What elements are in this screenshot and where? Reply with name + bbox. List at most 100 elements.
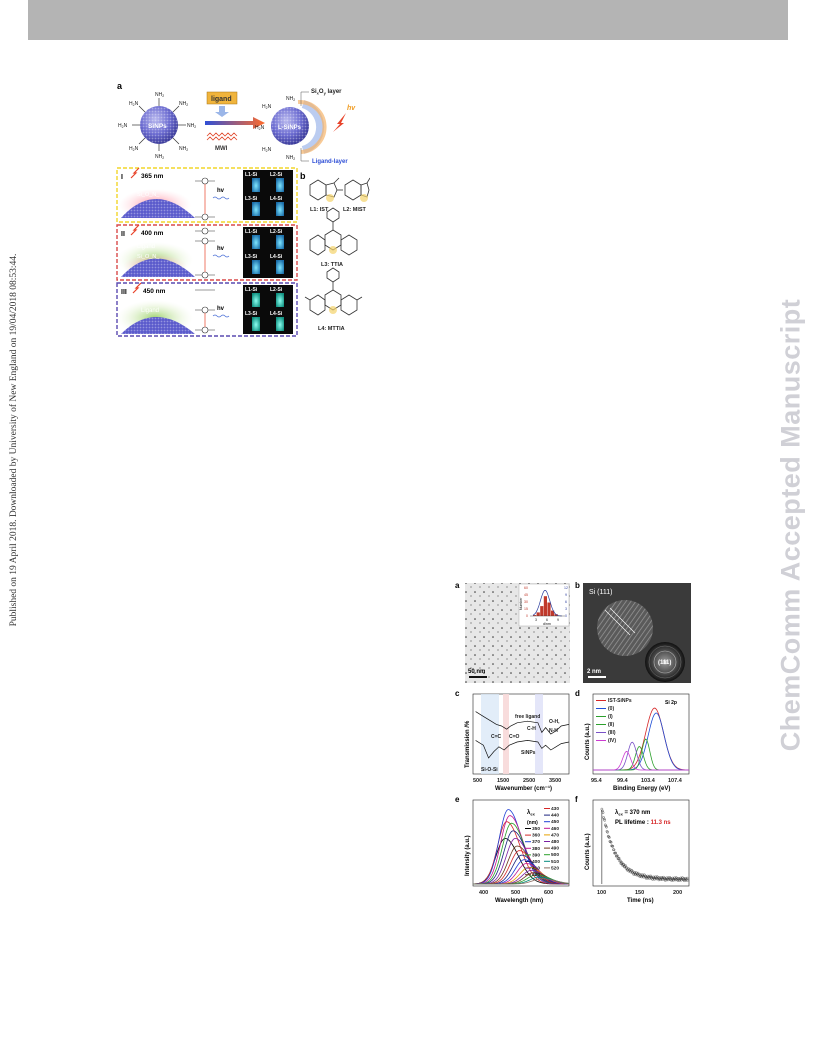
histogram-bar (547, 602, 551, 616)
svg-text:H2N: H2N (118, 123, 128, 129)
svg-text:L1-Si: L1-Si (245, 172, 258, 178)
lambda-unit: (nm) (527, 820, 538, 826)
pl-series-line (473, 878, 570, 885)
lifetime-text: PL lifetime : 11.3 ns (615, 820, 671, 826)
svg-text:12: 12 (564, 586, 568, 590)
svg-text:L1: IST: L1: IST (310, 207, 329, 213)
svg-text:hv: hv (217, 306, 225, 312)
decay-point (676, 879, 680, 882)
tem-scale-label: 50 nm (468, 669, 485, 675)
decay-point (682, 879, 686, 882)
pl-legend-label: 390 (532, 852, 540, 858)
figure-2: a 60 45 30 15 0 12 9 6 3 0 3 6 9 d/nm Nu… (455, 580, 695, 905)
decay-point (612, 848, 616, 852)
lifetime-x-ticks: 100 150 200 (597, 890, 682, 896)
decay-point (624, 864, 627, 867)
saed-label: (111) (658, 660, 671, 666)
decay-point (618, 859, 621, 863)
histogram-bar (540, 606, 544, 616)
inset-xlabel: d/nm (543, 622, 551, 626)
sinp-label: SiNPs (148, 123, 167, 130)
svg-text:free ligand: free ligand (515, 714, 540, 720)
svg-text:H2N: H2N (262, 104, 272, 110)
histogram-fit-line (532, 590, 562, 617)
svg-text:30: 30 (524, 600, 528, 604)
decay-point (606, 830, 609, 834)
pl-chart (472, 799, 570, 887)
figure-2-svg: a 60 45 30 15 0 12 9 6 3 0 3 6 9 d/nm Nu… (455, 581, 691, 904)
decay-point (659, 878, 662, 881)
xps-tag: Si 2p (665, 700, 677, 706)
lsinp-label: L-SiNPs (278, 125, 302, 131)
xps-legend: IST-SiNPs(0)(I)(II)(III)(IV) (596, 698, 632, 744)
svg-text:hv: hv (217, 246, 225, 252)
decay-point (661, 878, 664, 881)
svg-text:I: I (121, 174, 123, 181)
svg-text:C=O: C=O (509, 734, 520, 740)
svg-text:L4: MTTIA: L4: MTTIA (318, 326, 345, 332)
svg-text:NH2: NH2 (155, 154, 164, 160)
svg-text:NH2: NH2 (179, 101, 188, 107)
svg-text:NH2: NH2 (187, 123, 196, 129)
svg-text:L2-Si: L2-Si (270, 229, 283, 235)
svg-text:L3-Si: L3-Si (245, 254, 258, 260)
pl-legend-label: 350 (532, 826, 540, 832)
pl-legend-label: 510 (551, 859, 559, 865)
decay-point (617, 857, 620, 860)
fig2-panel-c-label: c (455, 689, 460, 698)
svg-text:0: 0 (565, 614, 567, 618)
decay-point (667, 878, 670, 882)
svg-text:365 nm: 365 nm (141, 173, 164, 180)
inset-right-ticks: 12 9 6 3 0 (564, 586, 568, 618)
figure-1: a SiNPs NH2 H2N NH2 H2N NH2 H2N NH2 NH2 … (115, 80, 371, 340)
fig2-panel-d-label: d (575, 689, 580, 698)
svg-text:L3-Si: L3-Si (245, 196, 258, 202)
xps-legend-label: (III) (608, 730, 616, 736)
svg-text:L3: TTIA: L3: TTIA (321, 262, 343, 268)
decay-point (651, 878, 654, 881)
svg-text:150: 150 (635, 890, 644, 896)
ftir-annotations: free ligand C=C C=O C-H O-H, N-H SiNPs S… (481, 714, 560, 773)
pl-legend-label: 480 (551, 839, 559, 845)
decay-point (678, 879, 681, 882)
inset-x-ticks: 3 6 9 (535, 618, 559, 622)
xps-legend-label: (0) (608, 706, 614, 712)
svg-text:H2N: H2N (129, 146, 139, 152)
ftir-series-line (475, 740, 570, 759)
svg-text:600: 600 (544, 890, 553, 896)
svg-text:L4-Si: L4-Si (270, 311, 283, 317)
decay-point (673, 878, 677, 882)
pl-x-ticks: 400 500 600 (479, 890, 553, 896)
hv-label: hv (347, 105, 356, 112)
pl-ylabel: Intensity (a.u.) (465, 835, 471, 876)
decay-point (611, 845, 615, 848)
ftir-x-ticks: 500 1500 2500 3500 (473, 778, 561, 784)
decay-point (609, 840, 612, 844)
fig2-panel-a-label: a (455, 581, 460, 590)
pl-legend-label: 490 (551, 846, 559, 852)
svg-text:hv: hv (217, 188, 225, 194)
pl-legend-label: 400 (532, 859, 540, 865)
svg-text:L2: MIST: L2: MIST (343, 207, 367, 213)
lambda-ex-label: λex (527, 810, 536, 817)
decay-point (603, 819, 606, 822)
histogram-bar (554, 614, 558, 616)
fig2-panel-b-label: b (575, 581, 580, 590)
pl-legend: 3503603703803904004104204304404504604704… (525, 806, 559, 878)
fig2-panel-f-label: f (575, 795, 578, 804)
decay-point (609, 840, 613, 844)
svg-text:400: 400 (479, 890, 488, 896)
decay-point (653, 877, 656, 881)
xps-legend-label: (I) (608, 714, 613, 720)
decay-point (680, 878, 683, 882)
svg-text:L1-Si: L1-Si (245, 229, 258, 235)
xps-series-line (593, 750, 689, 771)
svg-text:500: 500 (473, 778, 482, 784)
svg-text:103.4: 103.4 (641, 778, 656, 784)
pl-legend-label: 460 (551, 826, 559, 832)
svg-text:Si_O_N_: Si_O_N_ (137, 254, 160, 260)
svg-text:1500: 1500 (497, 778, 509, 784)
decay-point (614, 851, 617, 855)
xps-legend-label: (II) (608, 722, 614, 728)
svg-text:L1-Si: L1-Si (245, 287, 258, 293)
